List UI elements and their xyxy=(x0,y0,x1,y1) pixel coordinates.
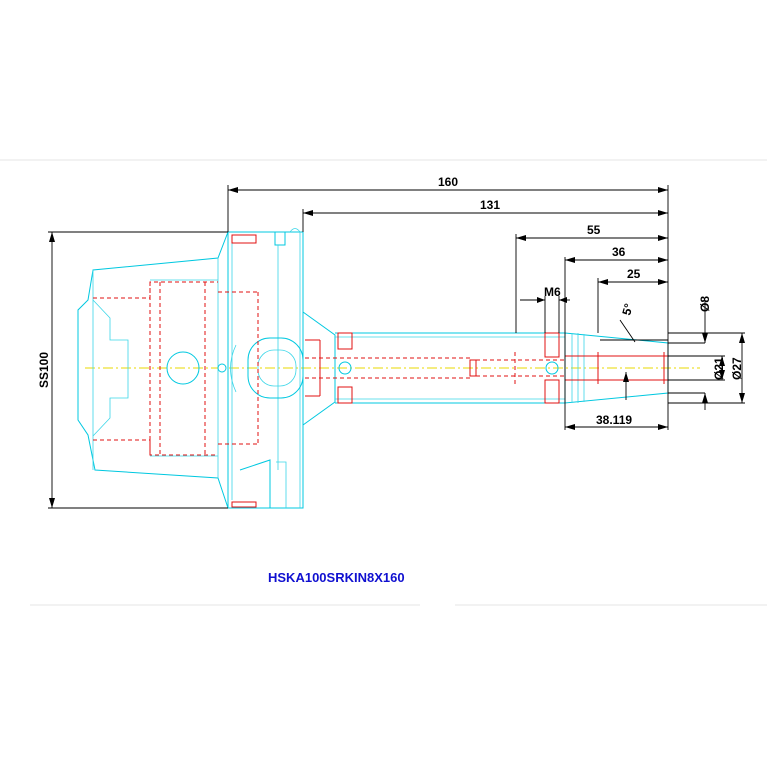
dim-m6: M6 xyxy=(544,285,561,299)
dim-36: 36 xyxy=(612,245,626,259)
part-number-title: HSKA100SRKIN8X160 xyxy=(268,570,405,585)
dim-55: 55 xyxy=(587,223,601,237)
dimension-lines xyxy=(48,185,745,509)
hidden-features xyxy=(93,234,668,508)
dimension-labels: 160 131 55 36 25 M6 5° Ø8 Ø21 Ø27 38.119… xyxy=(37,175,744,427)
dim-dia-21: Ø21 xyxy=(712,357,726,380)
flange-body xyxy=(217,228,336,509)
dim-160: 160 xyxy=(438,175,458,189)
dim-taper-length: 38.119 xyxy=(596,413,632,427)
dim-angle: 5° xyxy=(619,302,636,317)
dim-ss100: SS100 xyxy=(37,352,51,388)
dim-131: 131 xyxy=(480,198,500,212)
dim-dia-27: Ø27 xyxy=(730,357,744,380)
dim-25: 25 xyxy=(627,267,641,281)
dim-dia-8: Ø8 xyxy=(698,296,712,312)
